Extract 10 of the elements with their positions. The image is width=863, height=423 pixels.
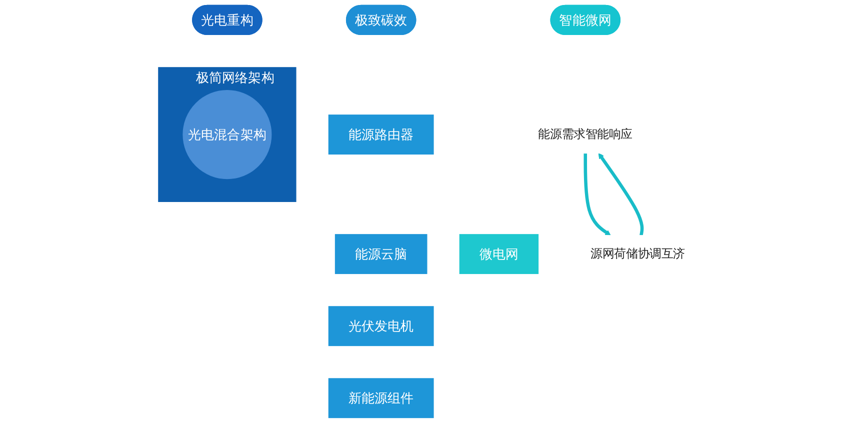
arrow bbox=[598, 152, 644, 236]
node-box: 微电网 bbox=[459, 234, 539, 274]
node-box: 新能源组件 bbox=[328, 378, 434, 418]
node-circle: 光电混合架构 bbox=[182, 90, 272, 180]
node-box: 能源路由器 bbox=[328, 114, 434, 155]
node-box: 光伏发电机 bbox=[328, 306, 434, 346]
arrow bbox=[584, 153, 611, 236]
node-box: 能源云脑 bbox=[334, 234, 428, 274]
node-text: 源网荷储协调互济 bbox=[590, 247, 685, 261]
node-text: 能源需求智能响应 bbox=[538, 128, 633, 142]
